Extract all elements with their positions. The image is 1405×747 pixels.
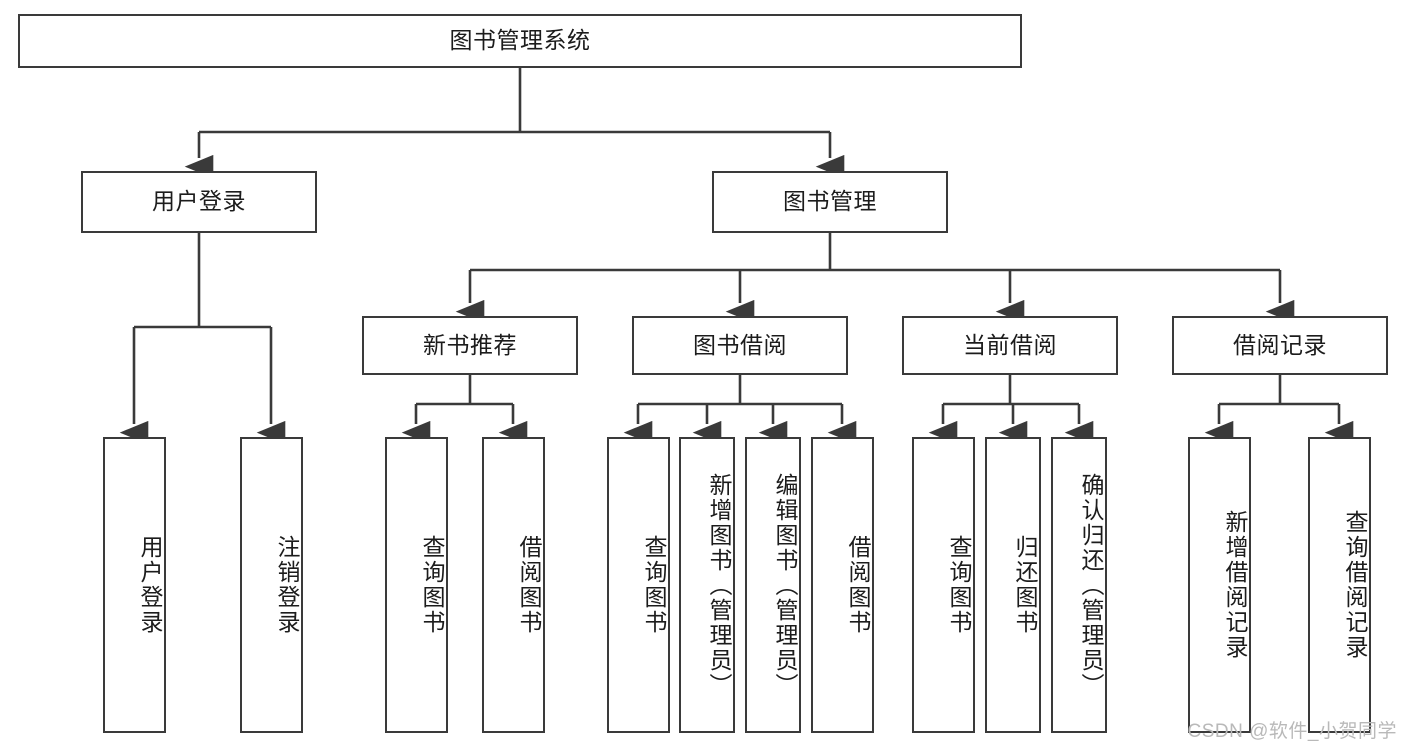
node-label: 归还图书: [1012, 535, 1038, 635]
node-label: 确认归还（管理员）: [1078, 472, 1104, 698]
leaf-query-borrow-record[interactable]: 查询借阅记录: [1308, 437, 1371, 733]
node-label: 图书管理系统: [449, 27, 591, 54]
leaf-query-book-recommend[interactable]: 查询图书: [385, 437, 448, 733]
node-root-system[interactable]: 图书管理系统: [18, 14, 1022, 68]
csdn-watermark: CSDN @软件_小贺同学: [1187, 721, 1397, 742]
node-label: 图书借阅: [693, 331, 787, 358]
node-label: 新增图书（管理员）: [706, 472, 732, 698]
node-label: 查询图书: [419, 535, 445, 635]
node-label: 图书管理: [783, 188, 877, 215]
leaf-query-book-borrow[interactable]: 查询图书: [607, 437, 670, 733]
leaf-confirm-return-admin[interactable]: 确认归还（管理员）: [1051, 437, 1107, 733]
leaf-query-book-current[interactable]: 查询图书: [912, 437, 975, 733]
leaf-return-book[interactable]: 归还图书: [985, 437, 1041, 733]
node-book-manage[interactable]: 图书管理: [712, 171, 948, 233]
node-label: 新增借阅记录: [1222, 510, 1248, 660]
node-label: 查询图书: [641, 535, 667, 635]
node-label: 编辑图书（管理员）: [772, 472, 798, 698]
node-borrow-record[interactable]: 借阅记录: [1172, 316, 1388, 375]
node-label: 用户登录: [152, 188, 246, 215]
node-new-book-rec[interactable]: 新书推荐: [362, 316, 578, 375]
leaf-add-borrow-record[interactable]: 新增借阅记录: [1188, 437, 1251, 733]
node-label: 查询图书: [946, 535, 972, 635]
leaf-logout[interactable]: 注销登录: [240, 437, 303, 733]
node-book-borrow[interactable]: 图书借阅: [632, 316, 848, 375]
node-user-login[interactable]: 用户登录: [81, 171, 317, 233]
leaf-add-book-admin[interactable]: 新增图书（管理员）: [679, 437, 735, 733]
node-label: 当前借阅: [963, 331, 1057, 358]
leaf-user-login[interactable]: 用户登录: [103, 437, 166, 733]
node-label: 借阅记录: [1233, 331, 1327, 358]
leaf-borrow-book-borrow[interactable]: 借阅图书: [811, 437, 874, 733]
node-label: 查询借阅记录: [1342, 510, 1368, 660]
node-label: 借阅图书: [516, 535, 542, 635]
node-label: 新书推荐: [423, 331, 517, 358]
leaf-borrow-book-recommend[interactable]: 借阅图书: [482, 437, 545, 733]
leaf-edit-book-admin[interactable]: 编辑图书（管理员）: [745, 437, 801, 733]
node-current-borrow[interactable]: 当前借阅: [902, 316, 1118, 375]
node-label: 用户登录: [137, 535, 163, 635]
node-label: 注销登录: [274, 535, 300, 635]
node-label: 借阅图书: [845, 535, 871, 635]
